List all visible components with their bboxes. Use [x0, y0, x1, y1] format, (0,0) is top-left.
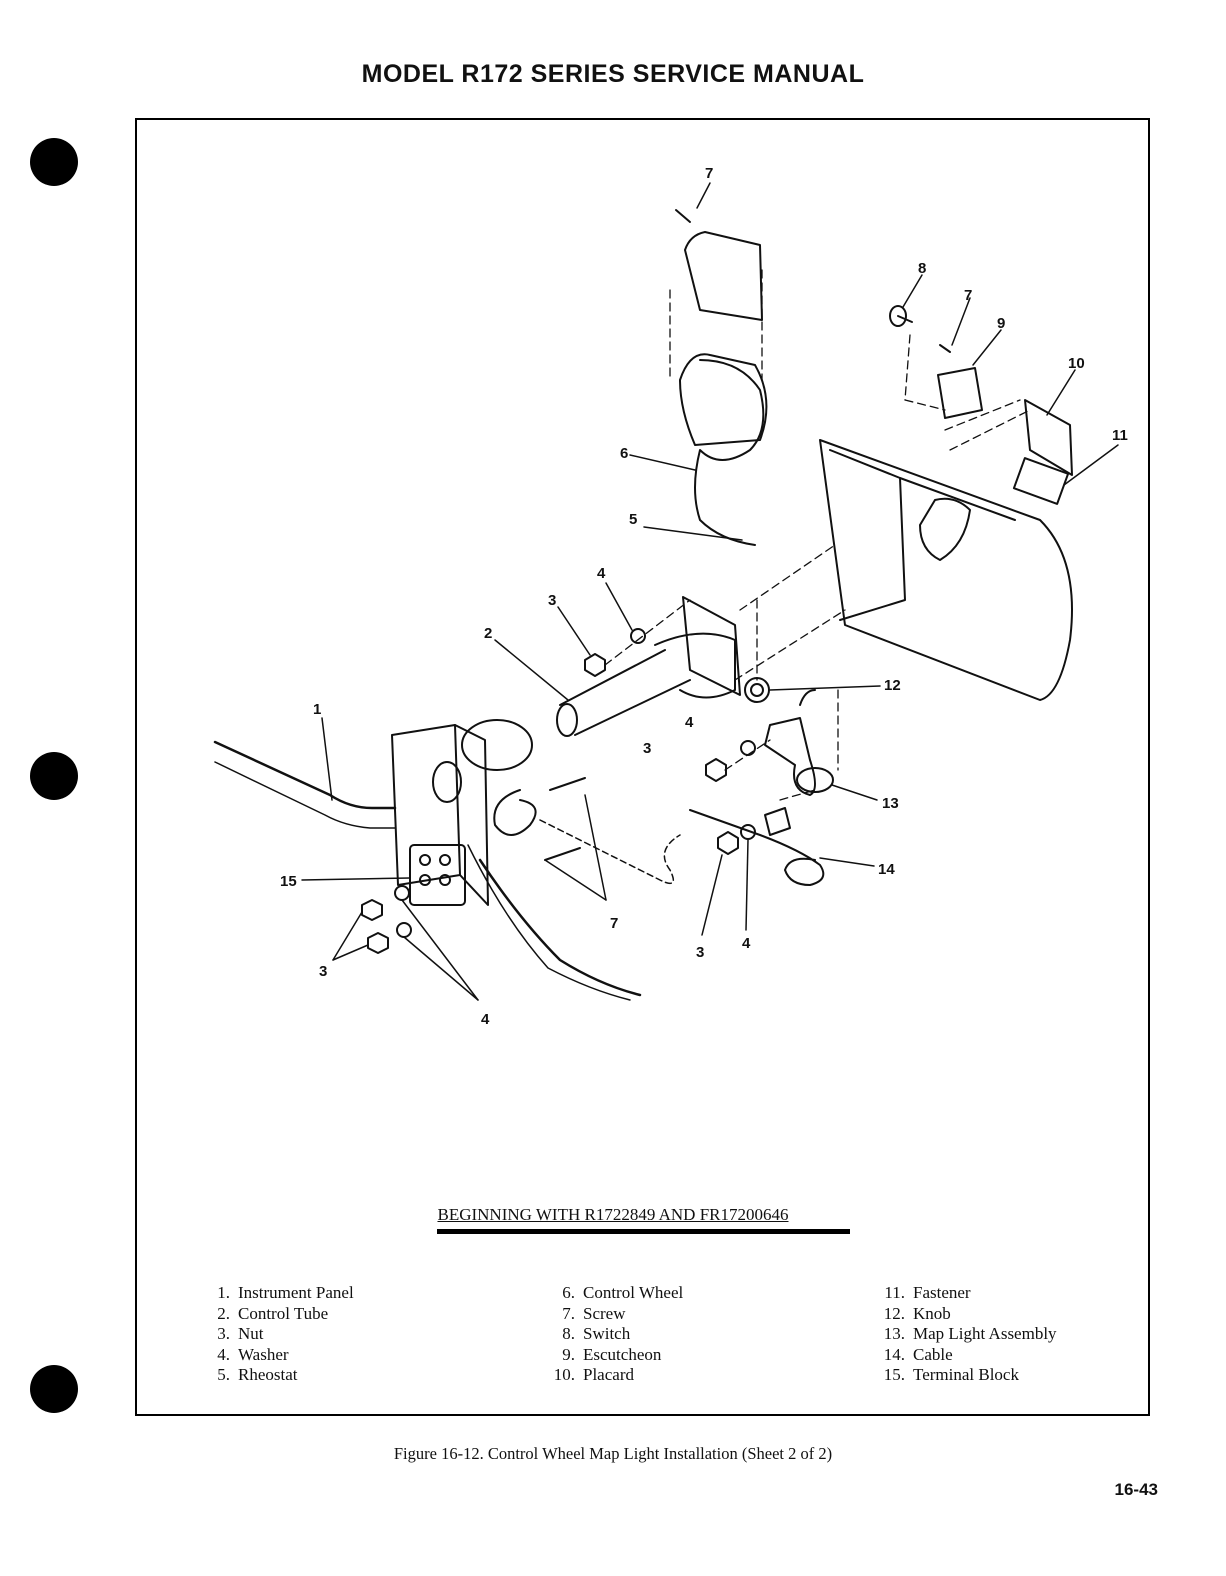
legend-item-label: Cable	[913, 1344, 953, 1364]
legend-item-number: 3.	[217, 1324, 230, 1343]
figure-caption: Figure 16-12. Control Wheel Map Light In…	[393, 1444, 833, 1463]
legend-item-number: 2.	[217, 1303, 230, 1323]
legend-item-number: 11.	[884, 1283, 905, 1302]
legend-item: 8. Switch	[540, 1324, 683, 1345]
callout-8: 8	[918, 260, 926, 277]
page-number: 16-43	[1114, 1480, 1158, 1499]
legend-item-number: 10.	[553, 1365, 575, 1384]
legend-item-number: 8.	[562, 1324, 575, 1343]
legend-column-2: 6. Control Wheel 7. Screw 8. Switch 9. Escut…	[540, 1283, 684, 1386]
legend-item: 12. Knob	[870, 1304, 1057, 1325]
legend-item: 10. Placard	[540, 1365, 683, 1386]
legend-item: 9. Escutcheon	[540, 1345, 683, 1366]
callout-4-left: 4	[481, 1011, 490, 1028]
callout-6: 6	[620, 445, 628, 462]
callout-4-bottom: 4	[742, 935, 751, 952]
legend-item-number: 14.	[883, 1344, 905, 1364]
binder-hole-middle	[30, 752, 78, 800]
callout-12: 12	[884, 677, 901, 694]
figure-frame	[135, 118, 1150, 1416]
callout-5: 5	[629, 511, 637, 528]
legend-item-number: 15.	[883, 1365, 905, 1384]
legend-item: 3. Nut	[198, 1324, 354, 1345]
legend-column-1: 1.Instrument Panel 2.Control Tube 3.Nut …	[198, 1283, 354, 1386]
binder-hole-bottom	[30, 1365, 78, 1413]
legend-item-number: 1.	[217, 1283, 230, 1302]
legend-item-number: 12.	[883, 1303, 905, 1323]
callout-15: 15	[280, 873, 297, 890]
callout-7-right: 7	[964, 287, 972, 304]
legend-item: 5. Rheostat	[198, 1365, 354, 1386]
callout-10: 10	[1068, 355, 1085, 372]
callout-14: 14	[878, 861, 895, 878]
legend-item-label: Instrument Panel	[238, 1283, 354, 1302]
exploded-view-illustration: 1 2 3 4 5 6 7 8 7 9 10 11 12 4 3 13 14 1…	[213, 165, 1128, 1028]
legend-item-label: Map Light Assembly	[913, 1324, 1057, 1343]
callout-3-left: 3	[319, 963, 327, 980]
legend-item-label: Placard	[583, 1365, 634, 1384]
legend-item: 15. Terminal Block	[870, 1365, 1057, 1386]
legend-item-number: 4.	[217, 1344, 230, 1364]
callout-3-upper: 3	[548, 592, 556, 609]
legend-item-label: Escutcheon	[583, 1344, 662, 1364]
page-header: MODEL R172 SERIES SERVICE MANUAL	[361, 60, 865, 88]
legend-item: 4. Washer	[198, 1345, 354, 1366]
effectivity-note: BEGINNING WITH R1722849 AND FR17200646	[437, 1205, 789, 1224]
callout-4-upper: 4	[597, 565, 606, 582]
legend-item-label: Control Tube	[238, 1303, 329, 1323]
callout-7-bottom: 7	[610, 915, 618, 932]
callout-11: 11	[1112, 427, 1128, 444]
legend-column-3: 11. Fastener 12. Knob 13. Map Light Assembl…	[870, 1283, 1057, 1386]
legend-item-label: Knob	[913, 1303, 951, 1323]
legend-item-label: Screw	[583, 1303, 626, 1323]
legend-item-label: Rheostat	[238, 1365, 298, 1384]
callout-4-middle: 4	[685, 714, 694, 731]
legend-item: 6. Control Wheel	[540, 1283, 683, 1304]
legend-item: 13. Map Light Assembly	[870, 1324, 1057, 1345]
callout-13: 13	[882, 795, 899, 812]
legend-item-number: 13.	[883, 1324, 905, 1343]
legend-item-label: Nut	[238, 1324, 264, 1343]
callout-3-middle: 3	[643, 740, 651, 757]
legend-item-label: Switch	[583, 1324, 631, 1343]
legend-item-label: Fastener	[913, 1283, 971, 1302]
legend-item: 2. Control Tube	[198, 1304, 354, 1325]
legend-item-label: Control Wheel	[583, 1283, 684, 1302]
legend-item-label: Terminal Block	[913, 1365, 1019, 1384]
callout-2: 2	[484, 625, 492, 642]
binder-hole-top	[30, 138, 78, 186]
legend-item-number: 9.	[562, 1344, 575, 1364]
callout-1: 1	[313, 701, 321, 718]
callout-9: 9	[997, 315, 1005, 332]
callout-7-top: 7	[705, 165, 713, 182]
legend-item: 11. Fastener	[870, 1283, 1057, 1304]
legend-item-number: 7.	[562, 1303, 575, 1323]
callout-3-bottom: 3	[696, 944, 704, 961]
legend-item: 1. Instrument Panel	[198, 1283, 354, 1304]
effectivity-rule	[437, 1229, 850, 1234]
legend-item-number: 5.	[217, 1365, 230, 1384]
legend-item-label: Washer	[238, 1344, 289, 1364]
legend-item: 14. Cable	[870, 1345, 1057, 1366]
legend-item: 7. Screw	[540, 1304, 683, 1325]
legend-item-number: 6.	[562, 1283, 575, 1302]
